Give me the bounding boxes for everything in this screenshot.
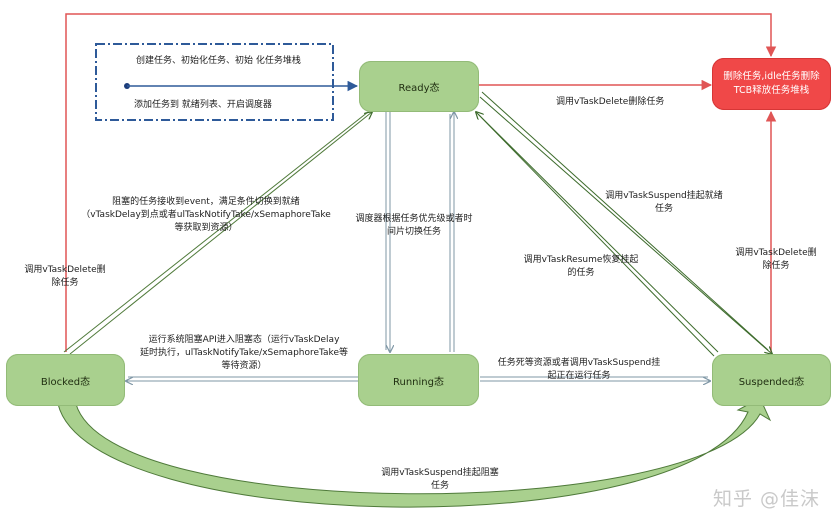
state-suspended: Suspended态 xyxy=(712,354,831,406)
ready-to-suspended-arrow-b xyxy=(479,96,772,354)
label-ready-to-suspended: 调用vTaskSuspend挂起就绪 任务 xyxy=(605,191,723,214)
suspended-to-ready-arrow-b xyxy=(476,112,715,357)
label-blocked-to-ready: 阻塞的任务接收到event，满足条件切换到就绪 （vTaskDelay到点或者u… xyxy=(81,197,331,233)
state-blocked: Blocked态 xyxy=(6,354,125,406)
state-suspended-label: Suspended态 xyxy=(738,376,805,388)
label-ready-to-deleted: 调用vTaskDelete删除任务 xyxy=(556,97,665,107)
ready-to-suspended-arrow-a xyxy=(481,91,769,351)
state-running-label: Running态 xyxy=(393,376,444,388)
suspended-to-ready-arrow-a xyxy=(477,113,719,353)
blocked-delete-arrow xyxy=(65,13,777,352)
label-init-line2: 添加任务到 就绪列表、开启调度器 xyxy=(134,100,272,110)
init-dashed-box xyxy=(95,43,334,121)
label-running-to-blocked: 运行系统阻塞API进入阻塞态（运行vTaskDelay 延时执行，ulTaskN… xyxy=(140,335,348,371)
state-ready: Ready态 xyxy=(359,61,479,112)
state-ready-label: Ready态 xyxy=(398,83,440,94)
label-ready-running: 调度器根据任务优先级或者时 间片切换任务 xyxy=(355,214,473,237)
label-blocked-to-suspended: 调用vTaskSuspend挂起阻塞 任务 xyxy=(381,468,499,491)
state-deleted: 删除任务,idle任务删除 TCB释放任务堆栈 xyxy=(712,58,831,110)
state-running: Running态 xyxy=(358,354,479,406)
label-init-line1: 创建任务、初始化任务、初始 化任务堆栈 xyxy=(136,56,301,66)
label-running-to-suspended: 任务死等资源或者调用vTaskSuspend挂 起正在运行任务 xyxy=(497,358,661,381)
blocked-to-ready-arrow-a xyxy=(63,111,369,353)
state-deleted-label: 删除任务,idle任务删除 TCB释放任务堆栈 xyxy=(723,71,820,96)
label-suspended-to-ready: 调用vTaskResume恢复挂起 的任务 xyxy=(523,255,639,278)
label-blocked-delete: 调用vTaskDelete删 除任务 xyxy=(24,265,106,288)
state-blocked-label: Blocked态 xyxy=(40,376,91,388)
label-suspended-delete: 调用vTaskDelete删 除任务 xyxy=(735,248,817,271)
watermark: 知乎 @佳沫 xyxy=(712,488,820,510)
blocked-to-ready-arrow-b xyxy=(69,112,372,355)
